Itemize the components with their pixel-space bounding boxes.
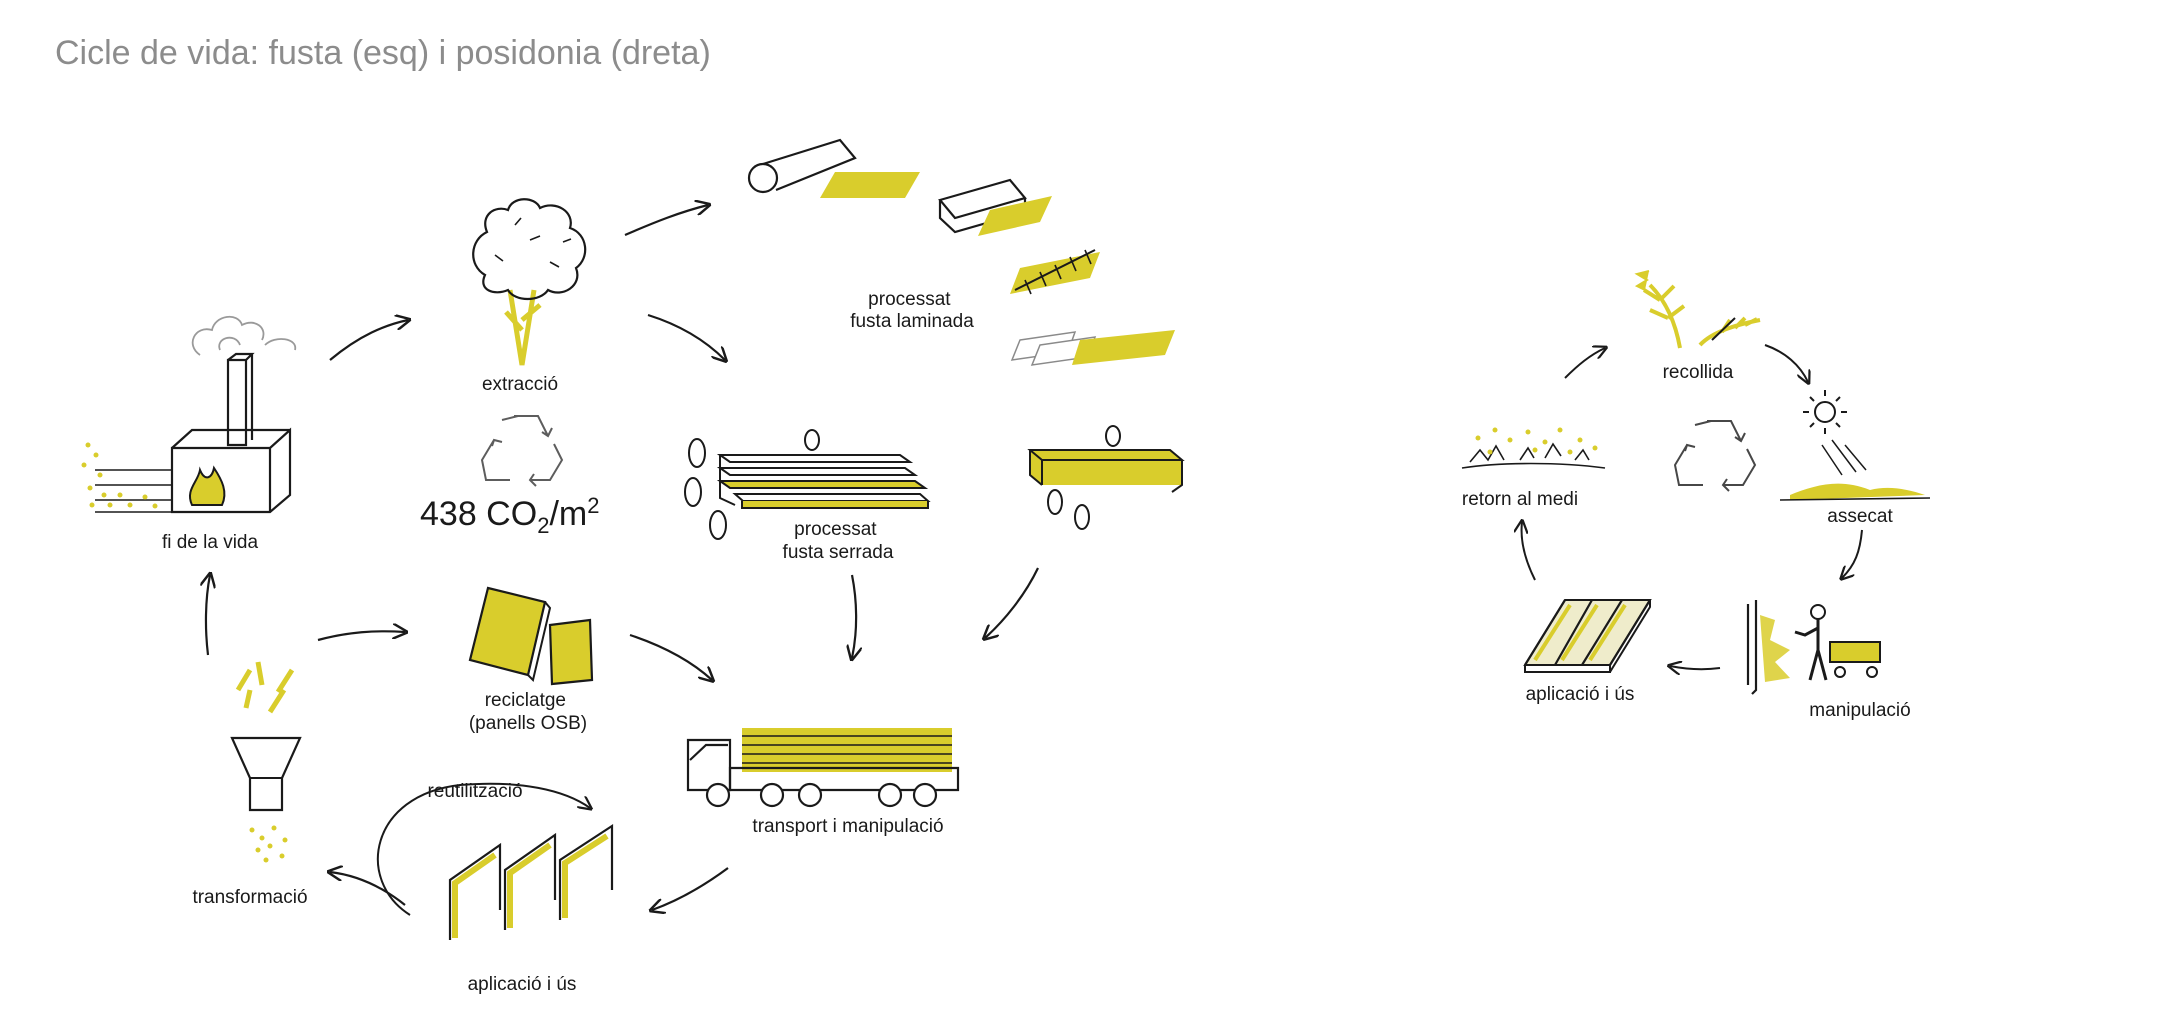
stage-transport-label: transport i manipulació [752,816,943,837]
laminated-process-icon [747,138,1175,366]
funnel-icon [230,661,302,863]
posidonia-recycle-icon [1674,420,1756,492]
stage-reuse-label: reutilització [427,781,522,802]
co2-label: 438 CO2/m2 [420,493,599,538]
sawn-process-icon [684,429,931,540]
stage-drying-label: assecat [1827,506,1893,527]
stage-collection-label: recollida [1663,362,1734,383]
osb-panels-icon [468,586,594,686]
posidonia-panels-icon [1523,599,1652,673]
stage-recycling-label: reciclatge (panells OSB) [469,690,587,734]
seaweed-icon [1634,270,1761,349]
stage-end-of-life-label: fi de la vida [162,532,259,553]
truck-icon [686,728,960,808]
stage-application-label: aplicació i ús [468,974,577,995]
reuse-arrow [376,782,590,916]
stage-handling-label: manipulació [1809,700,1910,721]
tree-icon [472,198,587,366]
page-title: Cicle de vida: fusta (esq) i posidonia (… [55,34,711,72]
stage-sawn-label: processat fusta serrada [783,519,894,563]
stage-extraction-label: extracció [482,374,558,395]
drying-seaweed-icon [1779,483,1931,501]
frame-structure-icon [448,823,614,940]
recycle-icon [481,415,563,487]
stage-return-label: retorn al medi [1462,489,1578,510]
sun-icon [1803,390,1867,476]
posidonia-cycle-arrows [1522,344,1863,669]
stage-transformation-label: transformació [192,887,307,908]
worker-icon [1746,600,1881,695]
furnace-icon [81,316,296,514]
laminated-beam-icon [1027,425,1185,530]
wood-cycle-arrows [206,205,1039,910]
stage-laminated-label: processat fusta laminada [850,289,974,332]
return-to-sea-icon [1461,427,1606,469]
stage-posidonia-application-label: aplicació i ús [1526,684,1635,705]
